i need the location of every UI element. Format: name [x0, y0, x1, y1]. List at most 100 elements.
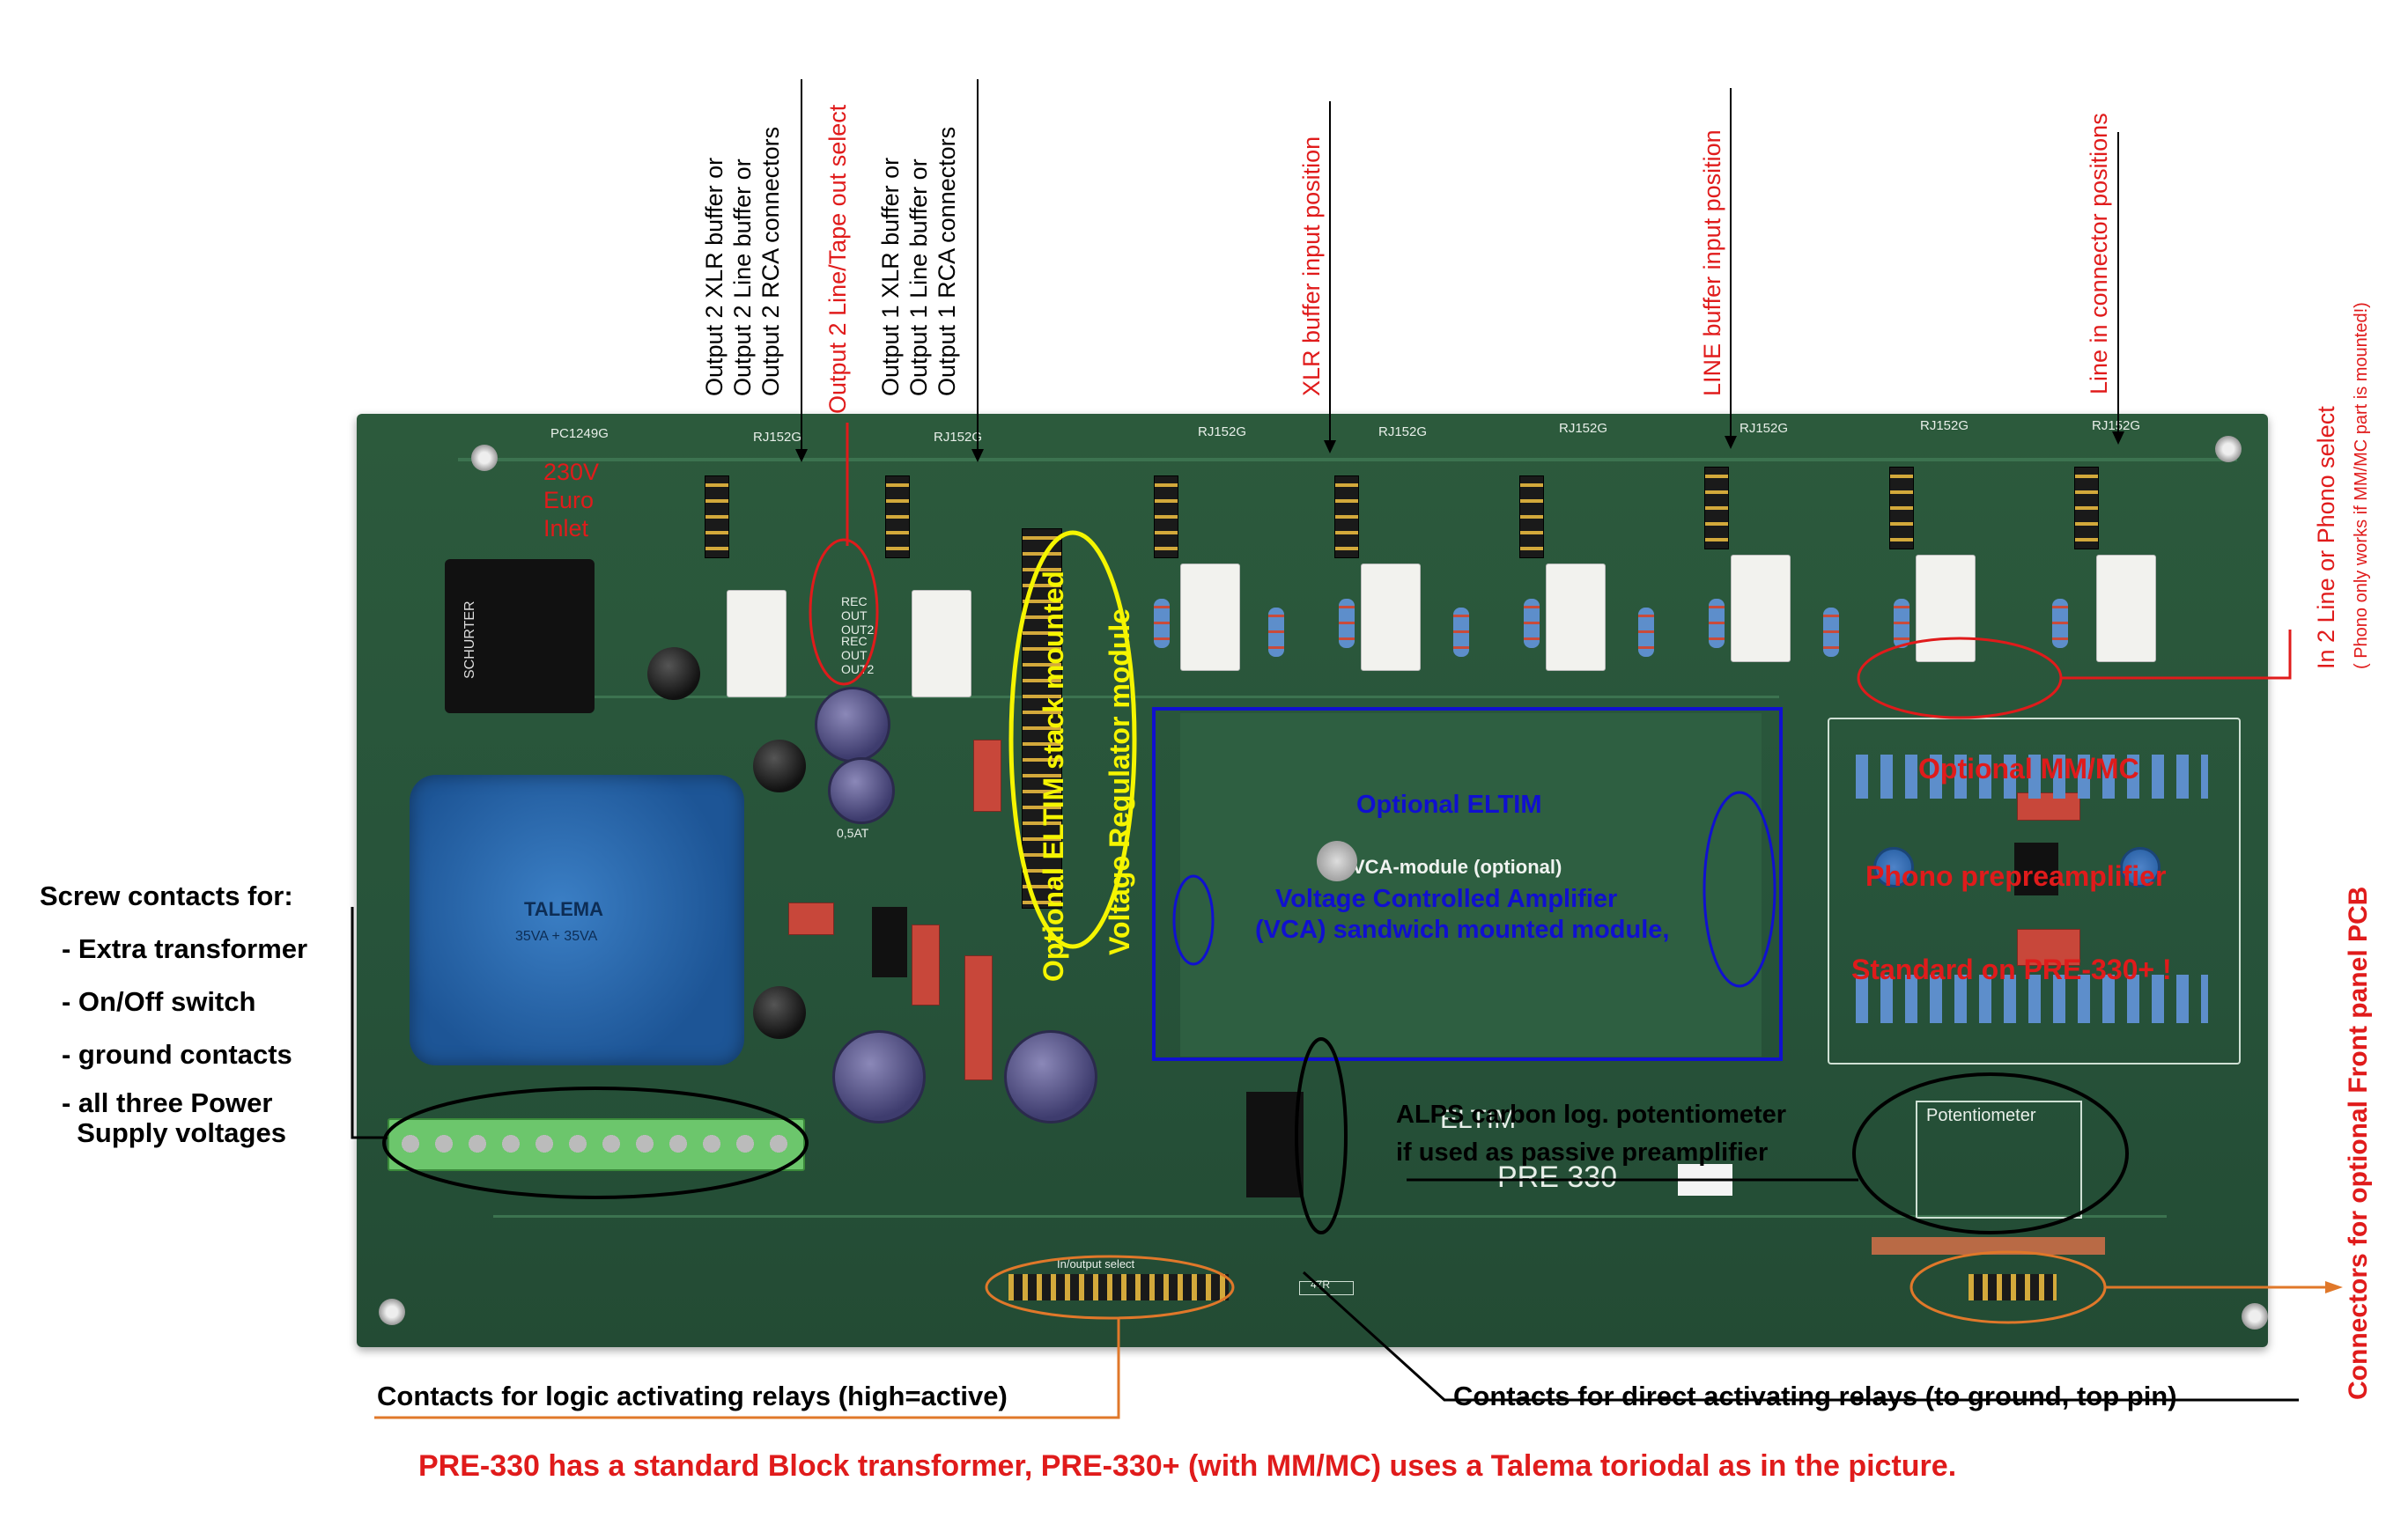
pin-header — [1704, 467, 1729, 549]
alps-label-2: if used as passive preamplifier — [1396, 1138, 1769, 1167]
resistor — [1154, 599, 1170, 648]
film-capacitor — [973, 740, 1001, 812]
logic-contacts-annotation: Contacts for logic activating relays (hi… — [377, 1381, 1008, 1411]
capacitor — [828, 757, 895, 824]
op-amp-ic — [2014, 843, 2058, 895]
screw-contacts-item: - Extra transformer — [62, 933, 308, 964]
relay — [2096, 555, 2156, 662]
annotation-line: Output 1 RCA connectors — [934, 126, 960, 396]
block-transformer: SCHURTER — [445, 559, 595, 713]
resistor — [1524, 599, 1540, 648]
euro-inlet-line: 230V — [543, 459, 600, 485]
resistor-row — [1856, 975, 2208, 1023]
capacitor — [832, 1030, 926, 1123]
mmmc-label-1: Optional MM/MC — [1918, 753, 2139, 785]
direct-contacts-annotation: Contacts for direct activating relays (t… — [1453, 1381, 2177, 1411]
capacitor — [815, 687, 890, 762]
output2-select-annotation: Output 2 Line/Tape out select — [824, 104, 851, 414]
input-select-header — [1008, 1274, 1229, 1300]
mounting-hole — [2215, 436, 2242, 462]
screw-contacts-item: - ground contacts — [62, 1039, 292, 1070]
mmmc-label-3: Standard on PRE-330+ ! — [1851, 954, 2172, 985]
resistor — [1339, 599, 1355, 648]
xlr-buffer-annotation: XLR buffer input position — [1298, 136, 1325, 396]
capacitor — [2120, 847, 2161, 888]
resistor — [1268, 608, 1284, 657]
fuse-holder — [753, 740, 806, 792]
euro-inlet-line: Euro — [543, 487, 595, 513]
screw-contacts-item: - On/Off switch — [62, 986, 256, 1017]
film-capacitor — [912, 925, 940, 1006]
front-panel-annotation: Connectors for optional Front panel PCB — [2344, 886, 2373, 1400]
dip-ic — [1246, 1092, 1304, 1197]
toroidal-transformer: TALEMA 35VA + 35VA — [410, 775, 744, 1065]
relay — [727, 590, 787, 697]
film-capacitor — [964, 955, 993, 1080]
front-panel-header — [1969, 1274, 2057, 1300]
pre330-silk: PRE 330 — [1497, 1160, 1618, 1194]
pin-header — [1889, 467, 1914, 549]
in2-select-annotation: In 2 Line or Phono select — [2313, 406, 2339, 669]
voltage-regulator-label: Voltage Regulator module — [1104, 608, 1135, 955]
annotation-line: Output 2 XLR buffer or — [701, 157, 728, 396]
potentiometer-footprint: Potentiometer — [1916, 1101, 2082, 1219]
rj-silk: RJ152G — [1198, 424, 1247, 439]
mounting-hole — [379, 1299, 405, 1325]
pin-header — [885, 475, 910, 558]
pin-header — [1519, 475, 1544, 558]
resistor — [1894, 599, 1909, 648]
rj-silk: RJ152G — [2092, 418, 2141, 433]
fuse-holder — [647, 647, 700, 700]
vca-desc-line-2: (VCA) sandwich mounted module, — [1255, 916, 1670, 944]
relay — [1546, 564, 1606, 671]
relay — [1180, 564, 1240, 671]
front-panel-arrow — [2325, 1281, 2343, 1293]
relay — [1731, 555, 1791, 662]
voltage-regulator — [872, 907, 907, 977]
rj-silk: RJ152G — [1920, 418, 1969, 433]
resistor — [1709, 599, 1725, 648]
input-select-silk: In/output select — [1057, 1257, 1135, 1271]
pin-header — [2074, 467, 2099, 549]
pcb-trace — [458, 458, 2237, 461]
label-patch — [1678, 1164, 1732, 1196]
screw-contacts-annotation: Screw contacts for: - Extra transformer … — [40, 870, 307, 1148]
relay — [912, 590, 971, 697]
potentiometer-silk: Potentiometer — [1926, 1106, 2036, 1125]
phono-note-annotation: ( Phono only works if MM/MC part is moun… — [2352, 302, 2371, 669]
copper-strip — [1872, 1237, 2105, 1255]
eltim-logo-silk: ELTIM — [1440, 1105, 1517, 1134]
euro-inlet-line: Inlet — [543, 515, 589, 541]
eltim-stack-label: Optional ELTIM stack mounted — [1038, 571, 1069, 982]
fuse-silk: 0,5AT — [837, 826, 869, 840]
line-buffer-annotation: LINE buffer input position — [1699, 129, 1725, 396]
resistor — [1823, 608, 1839, 657]
rj-silk: RJ152G — [934, 430, 983, 445]
resistor — [1453, 608, 1469, 657]
output1-annotation: Output 1 XLR buffer or Output 1 Line buf… — [876, 127, 961, 396]
resistor-silk: 47R — [1311, 1278, 1331, 1291]
pin-header — [1154, 475, 1178, 558]
resistor — [1638, 608, 1654, 657]
screw-contacts-title: Screw contacts for: — [40, 880, 293, 911]
rj-silk: RJ152G — [1559, 421, 1608, 436]
annotation-line: Output 1 XLR buffer or — [877, 157, 904, 396]
rec-out-silk: REC OUT OUT2 — [841, 634, 875, 676]
screw-contacts-item: - all three Power — [62, 1087, 273, 1118]
vca-desc-line-1: Voltage Controlled Amplifier — [1275, 885, 1618, 913]
mounting-hole — [471, 445, 498, 471]
film-capacitor — [2017, 929, 2080, 966]
film-capacitor — [788, 902, 834, 935]
fuse-holder — [753, 986, 806, 1039]
rj-silk: RJ152G — [1378, 424, 1428, 439]
pin-header — [1334, 475, 1359, 558]
annotation-line: Output 2 RCA connectors — [757, 126, 784, 396]
pin-header — [705, 475, 729, 558]
annotation-line: Output 1 Line buffer or — [905, 158, 932, 396]
resistor-row — [1856, 755, 2208, 799]
vca-title-label: Optional ELTIM — [1356, 791, 1542, 819]
screw-terminal-block — [388, 1118, 805, 1171]
screw-terminals — [395, 1127, 798, 1160]
toroid-brand: TALEMA — [524, 898, 604, 920]
footer-note: PRE-330 has a standard Block transformer… — [418, 1449, 1957, 1483]
